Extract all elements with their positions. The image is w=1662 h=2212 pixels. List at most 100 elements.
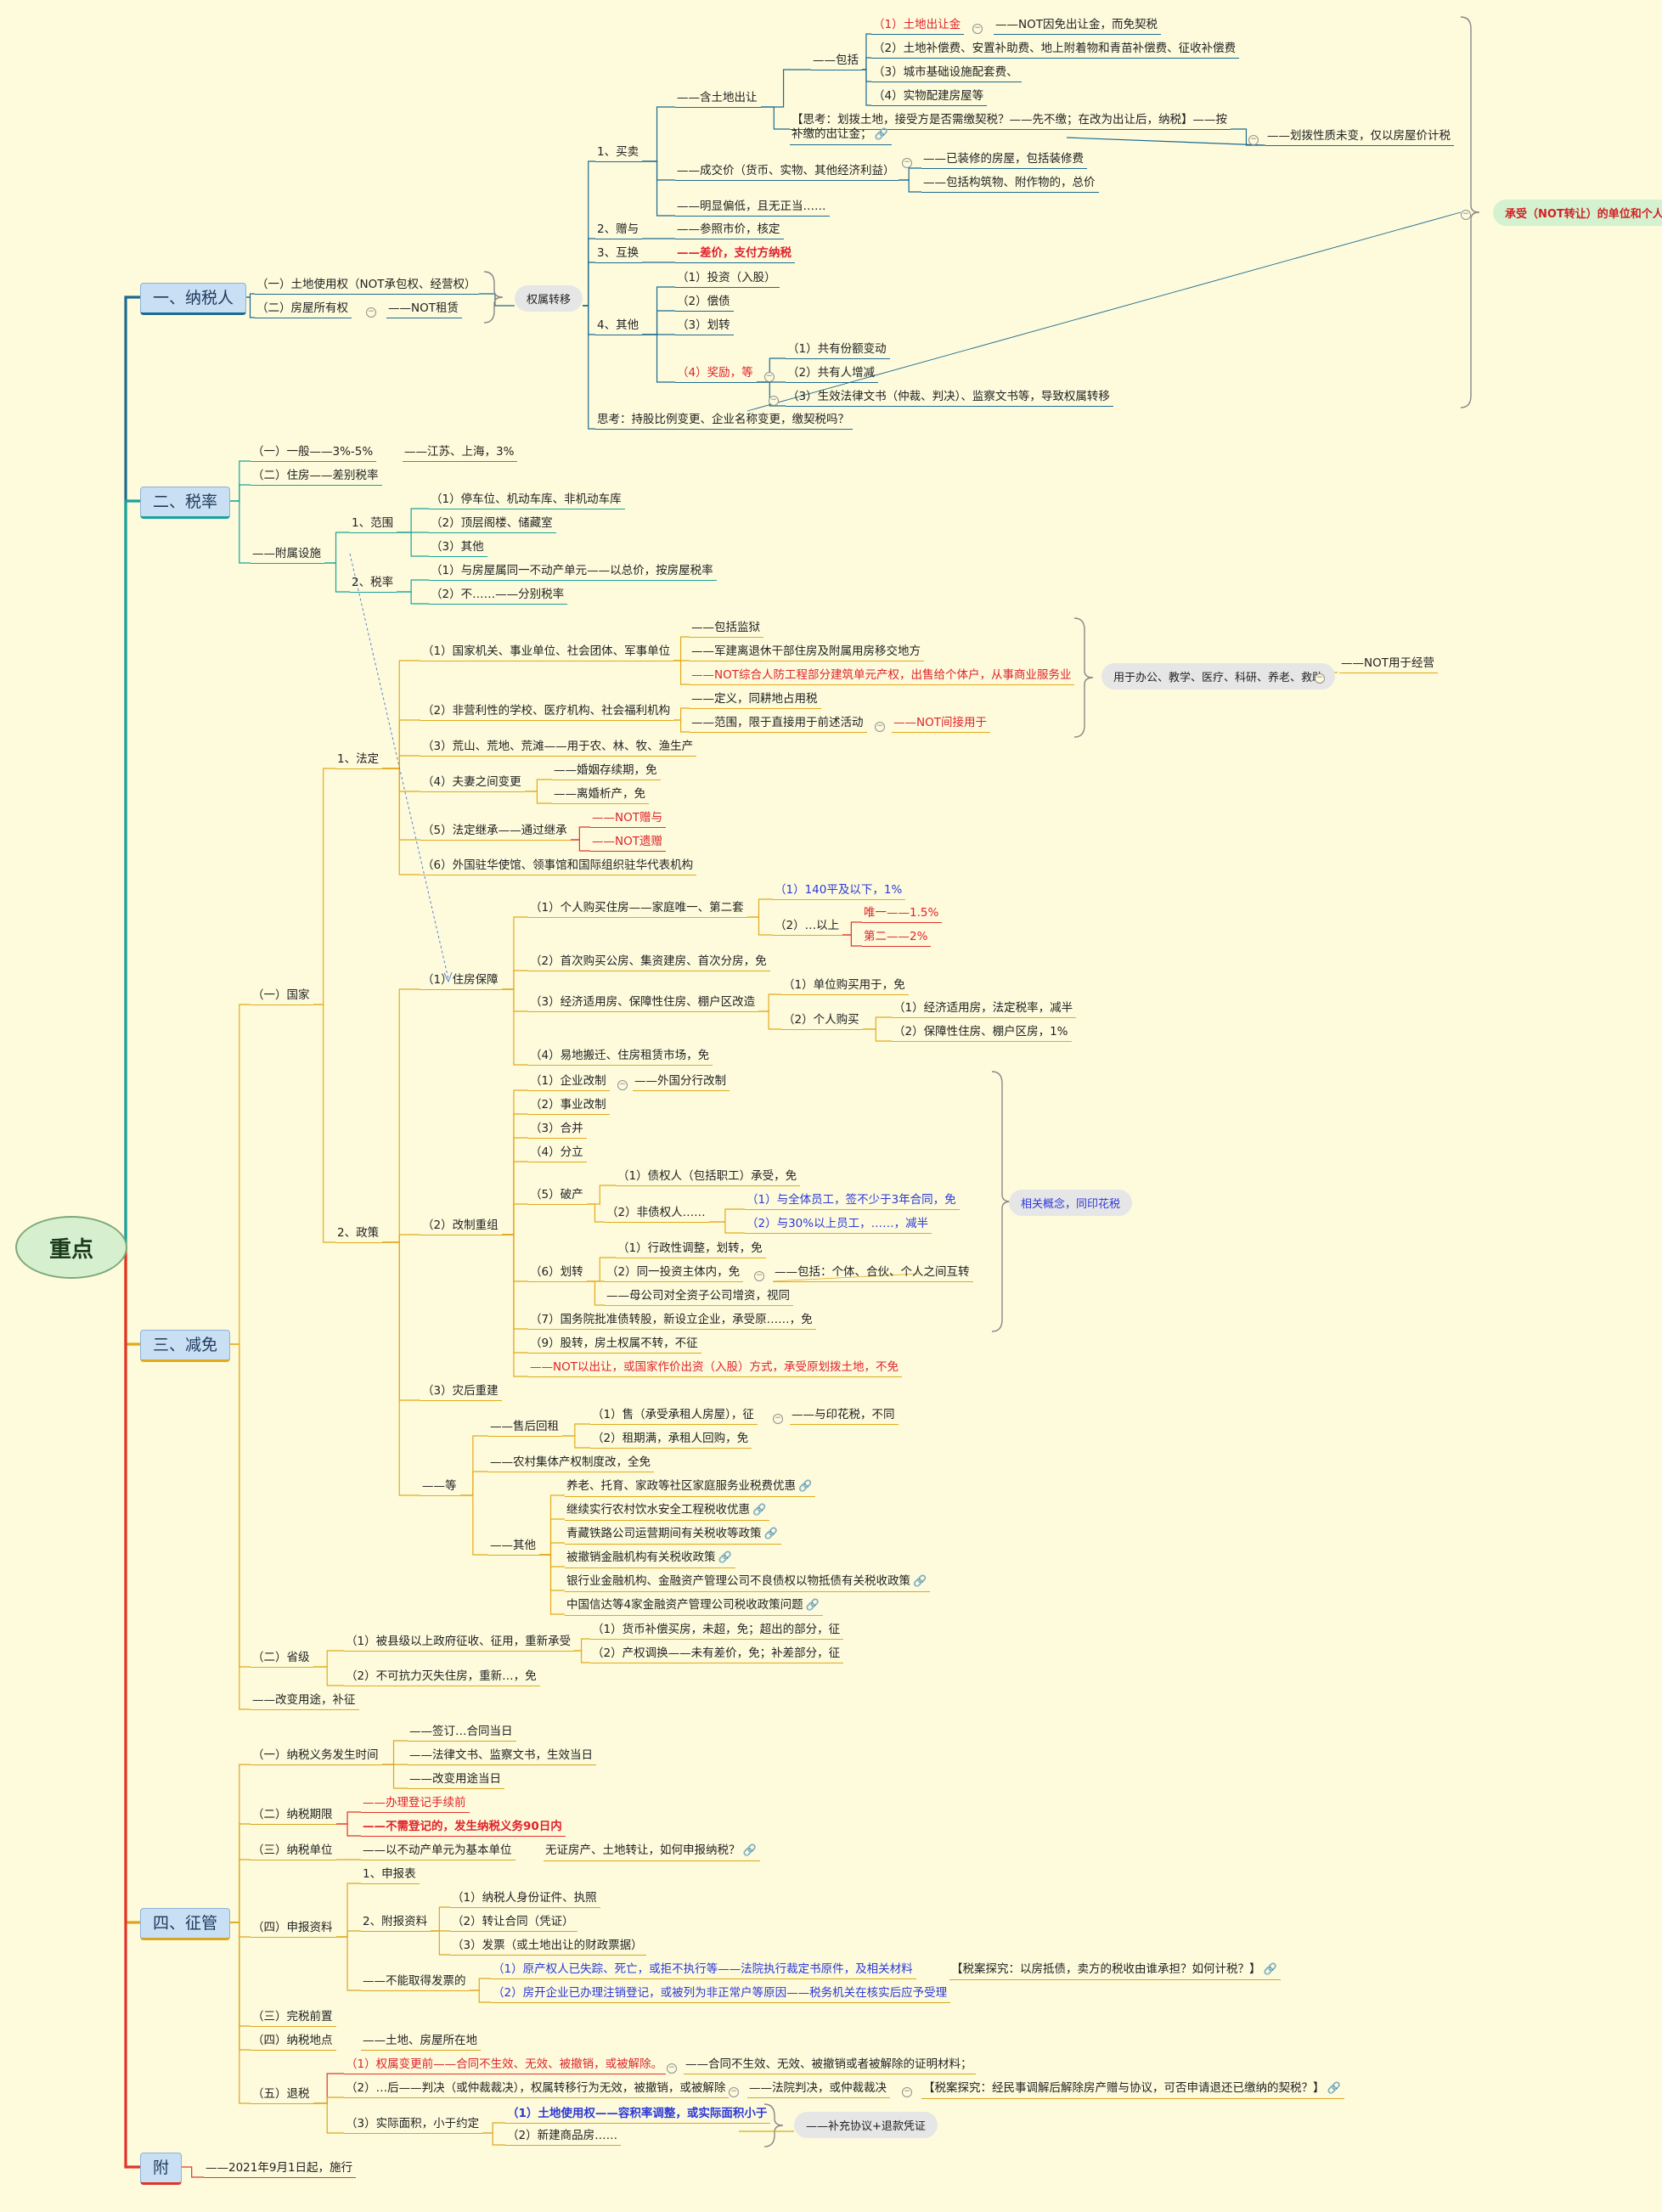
node-a30[interactable]: 承受（NOT转让）的单位和个人 — [1493, 200, 1662, 226]
node-c16[interactable]: ——NOT赠与 — [590, 810, 666, 828]
node-a14[interactable]: ——已装修的房屋，包括装修费 — [921, 151, 1087, 169]
collapse-icon[interactable]: − — [902, 2087, 912, 2097]
node-b6[interactable]: （2）顶层阁楼、储藏室 — [429, 515, 556, 533]
node-c53[interactable]: ——售后回租 — [488, 1419, 562, 1437]
node-c47[interactable]: （7）国务院批准债转股，新设立企业，承受原……，免 — [528, 1312, 816, 1330]
link-icon[interactable]: 🔗 — [1327, 2082, 1341, 2095]
collapse-icon[interactable]: − — [754, 1271, 764, 1281]
node-c61[interactable]: 被撤销金融机构有关税收政策🔗 — [565, 1550, 735, 1568]
node-c15[interactable]: （5）法定继承——通过继承 — [420, 823, 571, 841]
node-b1[interactable]: （一）一般——3%-5% — [251, 444, 377, 462]
node-d20[interactable]: （五）退税 — [251, 2086, 313, 2104]
node-c10b[interactable]: ——NOT用于经营 — [1339, 656, 1438, 673]
node-c64[interactable]: （二）省级 — [251, 1650, 313, 1668]
node-d6[interactable]: ——办理登记手续前 — [361, 1795, 470, 1813]
node-c21[interactable]: （1）个人购买住房——家庭唯一、第二套 — [528, 900, 747, 918]
node-c34b[interactable]: ——外国分行改制 — [633, 1073, 730, 1091]
node-c9b[interactable]: ——NOT间接用于 — [892, 715, 990, 733]
node-c10[interactable]: 用于办公、教学、医疗、科研、养老、救助 — [1101, 663, 1336, 689]
node-a17[interactable]: 2、赠与 — [595, 222, 643, 239]
section-3[interactable]: 三、减免 — [140, 1330, 231, 1362]
node-b1b[interactable]: ——江苏、上海，3% — [403, 444, 518, 462]
node-c37[interactable]: （4）分立 — [528, 1145, 587, 1162]
node-c36[interactable]: （3）合并 — [528, 1121, 587, 1139]
node-a25[interactable]: （4）奖励，等 — [675, 365, 757, 383]
node-c13[interactable]: ——婚姻存续期，免 — [552, 763, 661, 780]
node-c55[interactable]: （2）租期满，承租人回购，免 — [590, 1431, 752, 1449]
node-a2[interactable]: （二）房屋所有权 — [255, 301, 352, 318]
node-c42[interactable]: （2）与30%以上员工，……，减半 — [745, 1216, 932, 1234]
node-c68[interactable]: （2）不可抗力灭失住房，重新…，免 — [344, 1669, 540, 1686]
node-a6[interactable]: ——包括 — [811, 53, 862, 70]
collapse-icon[interactable]: − — [667, 2063, 677, 2074]
collapse-icon[interactable]: − — [1315, 673, 1325, 684]
link-icon[interactable]: 🔗 — [718, 1551, 732, 1564]
node-a23[interactable]: （2）偿债 — [675, 294, 734, 312]
node-d12[interactable]: （1）纳税人身份证件、执照 — [450, 1890, 600, 1908]
collapse-icon[interactable]: − — [729, 2087, 739, 2097]
node-c56[interactable]: ——农村集体产权制度改，全免 — [488, 1455, 654, 1472]
node-d22c[interactable]: 【税案探究：经民事调解后解除房产赠与协议，可否申请退还已缴纳的契税？】🔗 — [921, 2080, 1344, 2099]
node-d5[interactable]: （二）纳税期限 — [251, 1807, 336, 1825]
node-a20[interactable]: ——差价，支付方纳税 — [675, 245, 795, 263]
link-icon[interactable]: 🔗 — [752, 1504, 767, 1517]
root-node[interactable]: 重点 — [15, 1216, 127, 1279]
node-a11[interactable]: 【思考：划拨土地，接受方是否需缴契税？——先不缴；在改为出让后，纳税】——按 — [790, 112, 1231, 130]
node-a21[interactable]: 4、其他 — [595, 318, 643, 335]
link-icon[interactable]: 🔗 — [805, 1599, 820, 1612]
node-c67[interactable]: （2）产权调换——未有差价，免；补差部分，征 — [590, 1646, 844, 1663]
node-c60[interactable]: 青藏铁路公司运营期间有关税收等政策🔗 — [565, 1526, 781, 1545]
node-d7[interactable]: ——不需登记的，发生纳税义务90日内 — [361, 1819, 566, 1837]
node-d1[interactable]: （一）纳税义务发生时间 — [251, 1748, 382, 1765]
node-b4[interactable]: 1、范围 — [350, 515, 397, 533]
node-a10[interactable]: （4）实物配建房屋等 — [871, 88, 988, 106]
collapse-icon[interactable]: − — [972, 24, 983, 34]
node-c66[interactable]: （1）货币补偿买房，未超，免；超出的部分，征 — [590, 1622, 844, 1640]
link-icon[interactable]: 🔗 — [874, 128, 888, 141]
link-icon[interactable]: 🔗 — [763, 1528, 778, 1540]
node-d19b[interactable]: ——土地、房屋所在地 — [361, 2033, 481, 2051]
node-c40[interactable]: （2）非债权人…… — [605, 1205, 709, 1223]
node-c30[interactable]: （1）经济适用房，法定税率，减半 — [892, 1000, 1077, 1018]
node-c26[interactable]: （2）首次购买公房、集资建房、首次分房，免 — [528, 954, 770, 971]
node-c45[interactable]: （2）同一投资主体内，免 — [605, 1264, 744, 1282]
node-d22[interactable]: （2）…后——判决（或仲裁裁决），权属转移行为无效，被撤销，或被解除 — [344, 2080, 730, 2098]
node-d18[interactable]: （三）完税前置 — [251, 2009, 336, 2027]
node-c6[interactable]: ——NOT综合人防工程部分建筑单元产权，出售给个体户，从事商业服务业 — [690, 667, 1075, 685]
node-a8[interactable]: （2）土地补偿费、安置补助费、地上附着物和青苗补偿费、征收补偿费 — [871, 41, 1240, 59]
node-a26[interactable]: （1）共有份额变动 — [786, 341, 890, 359]
collapse-icon[interactable]: − — [875, 722, 885, 732]
node-c33[interactable]: （2）改制重组 — [420, 1218, 502, 1235]
collapse-icon[interactable]: − — [617, 1080, 628, 1090]
node-d24[interactable]: （1）土地使用权——容积率调整，或实际面积小于 — [505, 2106, 771, 2124]
node-c1[interactable]: （一）国家 — [251, 988, 313, 1005]
node-c43[interactable]: （6）划转 — [528, 1264, 587, 1282]
node-b5[interactable]: （1）停车位、机动车库、非机动车库 — [429, 492, 625, 509]
node-d26[interactable]: ——补充协议+退款凭证 — [794, 2112, 938, 2138]
node-a11b[interactable]: 补缴的出让金；🔗 — [790, 127, 892, 145]
node-c11[interactable]: （3）荒山、荒地、荒滩——用于农、林、牧、渔生产 — [420, 739, 697, 757]
node-c35[interactable]: （2）事业改制 — [528, 1097, 610, 1115]
node-d23[interactable]: （3）实际面积，小于约定 — [344, 2116, 483, 2134]
node-d8[interactable]: （三）纳税单位 — [251, 1843, 336, 1860]
node-d14[interactable]: （3）发票（或土地出让的财政票据） — [450, 1938, 646, 1956]
node-a27[interactable]: （2）共有人增减 — [786, 365, 879, 383]
node-e1[interactable]: ——2021年9月1日起，施行 — [204, 2160, 357, 2178]
node-c5[interactable]: ——军建离退休干部住房及附属用房移交地方 — [690, 644, 924, 661]
node-b9[interactable]: （1）与房屋属同一不动产单元——以总价，按房屋税率 — [429, 563, 717, 581]
node-b3[interactable]: ——附属设施 — [251, 546, 324, 564]
node-c19[interactable]: 2、政策 — [335, 1225, 383, 1243]
node-c51[interactable]: （3）灾后重建 — [420, 1383, 502, 1401]
section-2[interactable]: 二、税率 — [140, 487, 231, 519]
node-b2[interactable]: （二）住房——差别税率 — [251, 468, 382, 486]
node-a13[interactable]: ——成交价（货币、实物、其他经济利益） — [675, 163, 899, 181]
node-a16[interactable]: ——明显偏低，且无正当…… — [675, 199, 830, 217]
node-c24[interactable]: 唯一——1.5% — [862, 905, 943, 923]
node-c14[interactable]: ——离婚析产，免 — [552, 786, 649, 804]
node-c46[interactable]: ——母公司对全资子公司增资，视同 — [605, 1288, 793, 1306]
collapse-icon[interactable]: − — [1461, 210, 1471, 220]
node-a15[interactable]: ——包括构筑物、附作物的，总价 — [921, 175, 1099, 193]
node-d16b[interactable]: 【税案探究：以房抵债，卖方的税收由谁承担？如何计税？】🔗 — [949, 1962, 1281, 1980]
node-d2[interactable]: ——签订…合同当日 — [408, 1724, 516, 1742]
link-icon[interactable]: 🔗 — [1263, 1963, 1277, 1976]
